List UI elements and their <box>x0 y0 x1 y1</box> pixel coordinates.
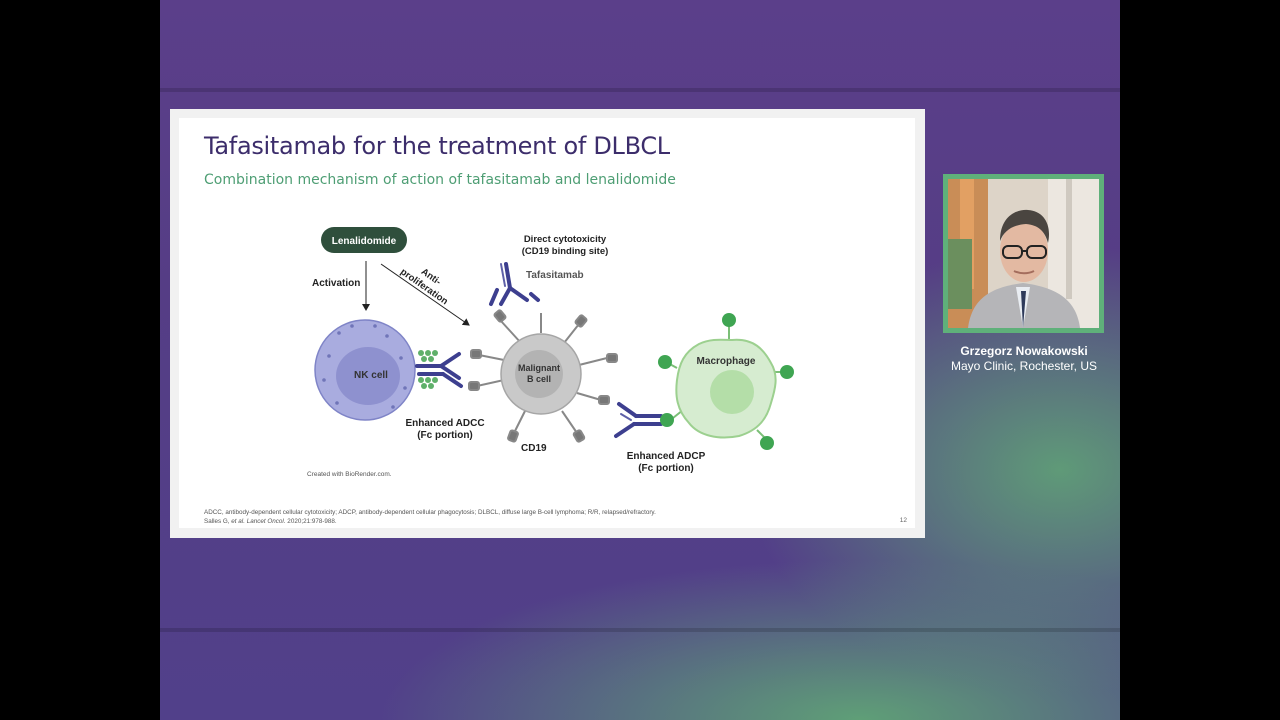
malignant-b-cell-label-2: B cell <box>527 374 551 384</box>
speaker-video <box>948 179 1099 328</box>
cd19-receptors <box>468 309 618 443</box>
mechanism-diagram: Lenalidomide Activation Anti- proliferat… <box>307 227 794 478</box>
footnote-reference: Salles G, et al. Lancet Oncol. 2020;21:9… <box>204 518 337 525</box>
speaker-portrait <box>948 179 1099 328</box>
direct-cytotoxicity-label-2: (CD19 binding site) <box>522 246 609 257</box>
speaker-affiliation: Mayo Clinic, Rochester, US <box>950 359 1098 373</box>
lenalidomide-pill: Lenalidomide <box>321 227 407 253</box>
slide-page-number: 12 <box>899 517 907 524</box>
macrophage-label: Macrophage <box>697 356 756 367</box>
cd19-label: CD19 <box>521 443 547 454</box>
tafasitamab-antibody-icon <box>489 262 540 306</box>
tafasitamab-label: Tafasitamab <box>526 270 584 281</box>
slide-footnote: ADCC, antibody-dependent cellular cytoto… <box>204 508 656 526</box>
slide-subtitle: Combination mechanism of action of tafas… <box>204 172 676 188</box>
speaker-name: Grzegorz Nowakowski <box>960 344 1088 358</box>
adcp-antibody-icon <box>614 402 663 438</box>
lenalidomide-label: Lenalidomide <box>332 236 397 247</box>
anti-proliferation-arrow <box>380 263 470 326</box>
background-band-bottom <box>160 628 1120 632</box>
enhanced-adcc-label-2: (Fc portion) <box>417 430 473 441</box>
background-band-top <box>160 88 1120 92</box>
direct-cytotoxicity-label-1: Direct cytotoxicity <box>524 234 607 245</box>
enhanced-adcc-label-1: Enhanced ADCC <box>405 418 484 429</box>
macrophage: Macrophage <box>658 313 794 450</box>
presentation-slide: Tafasitamab for the treatment of DLBCL C… <box>179 118 915 528</box>
adcc-antibody-icon <box>415 352 463 388</box>
slide-title: Tafasitamab for the treatment of DLBCL <box>204 132 670 160</box>
enhanced-adcp-label-1: Enhanced ADCP <box>627 451 706 462</box>
malignant-b-cell-label-1: Malignant <box>518 363 560 373</box>
nk-cell-label: NK cell <box>354 370 388 381</box>
malignant-b-cell: Malignant B cell <box>500 333 582 415</box>
activation-label: Activation <box>312 278 360 289</box>
enhanced-adcp-label-2: (Fc portion) <box>638 463 694 474</box>
nk-cell: NK cell <box>314 319 416 421</box>
biorender-credit: Created with BioRender.com. <box>307 471 392 478</box>
footnote-abbreviations: ADCC, antibody-dependent cellular cytoto… <box>204 509 656 516</box>
granules-icon <box>418 350 438 389</box>
